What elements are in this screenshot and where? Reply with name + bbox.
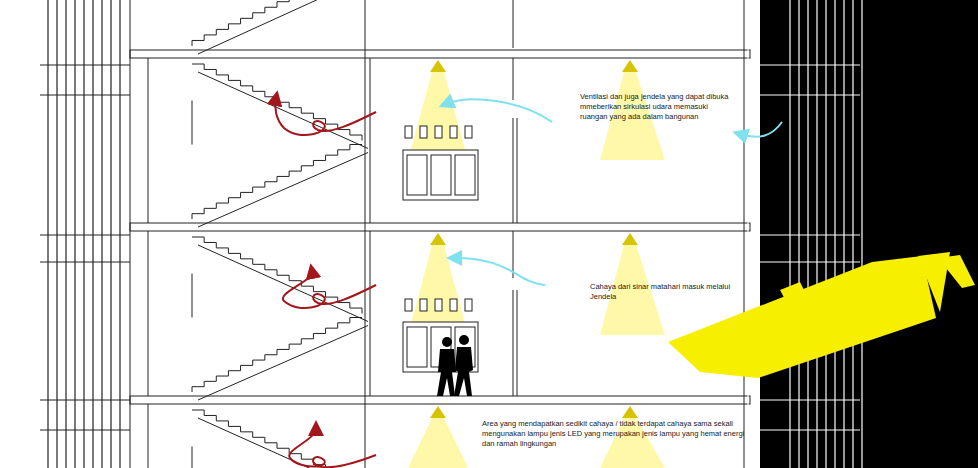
louvre-fin	[843, 0, 844, 468]
sunlight-beam	[668, 252, 975, 378]
louvre-fin	[110, 0, 111, 468]
people-silhouette	[437, 335, 473, 396]
annotation-note: Ventilasi dan juga jendela yang dapat di…	[580, 92, 732, 122]
louvre-fin	[101, 0, 102, 468]
louvre-fin	[40, 235, 130, 236]
louvre-fin	[807, 0, 808, 468]
stair-flight	[192, 410, 362, 468]
stair-flight	[198, 326, 368, 401]
louvre-fin	[83, 0, 84, 468]
lamp-light	[408, 60, 665, 468]
stair-flight	[198, 418, 368, 468]
stair-flight	[198, 72, 368, 149]
louvres	[40, 0, 862, 468]
ventilation-arrows	[446, 99, 782, 285]
louvre-fin	[40, 95, 130, 96]
louvre-fin	[852, 0, 853, 468]
louvre-fin	[92, 0, 93, 468]
louvre-fin	[119, 0, 120, 468]
stair-flight	[198, 245, 368, 322]
louvre-fin	[56, 0, 57, 468]
annotation-note: Cahaya dari sinar matahari masuk melalui…	[590, 282, 732, 302]
louvre-fin	[74, 0, 75, 468]
louvre-fin	[750, 235, 860, 236]
louvre-fin	[834, 0, 835, 468]
louvre-fin	[750, 400, 860, 401]
floor-slabs	[130, 0, 750, 468]
louvre-fin	[65, 0, 66, 468]
louvre-fin	[40, 262, 130, 263]
stair-flight	[192, 145, 362, 220]
louvre-fin	[750, 65, 860, 66]
stair-flight	[198, 153, 368, 228]
louvre-fin	[40, 400, 130, 401]
louvre-fin	[750, 262, 860, 263]
annotation-note: Area yang mendapatkan sedikit cahaya / t…	[482, 419, 750, 449]
stair-flight	[192, 447, 193, 468]
stair-flight	[192, 0, 362, 46]
stair-flight	[192, 274, 193, 318]
louvre-fin	[816, 0, 817, 468]
louvre-fin	[798, 0, 799, 468]
stair-flight	[192, 318, 362, 393]
exterior-ground	[760, 0, 978, 468]
louvre-fin	[750, 95, 860, 96]
stair-flight	[198, 0, 368, 54]
windows	[403, 126, 478, 372]
louvre-fin	[825, 0, 826, 468]
louvre-fin	[40, 430, 130, 431]
louvre-fin	[47, 0, 48, 468]
stairs	[192, 0, 368, 468]
louvre-fin	[750, 430, 860, 431]
louvre-fin	[861, 0, 862, 468]
stair-airflow-arrows	[275, 98, 376, 467]
louvre-fin	[789, 0, 790, 468]
stair-flight	[192, 101, 193, 145]
louvre-fin	[40, 65, 130, 66]
